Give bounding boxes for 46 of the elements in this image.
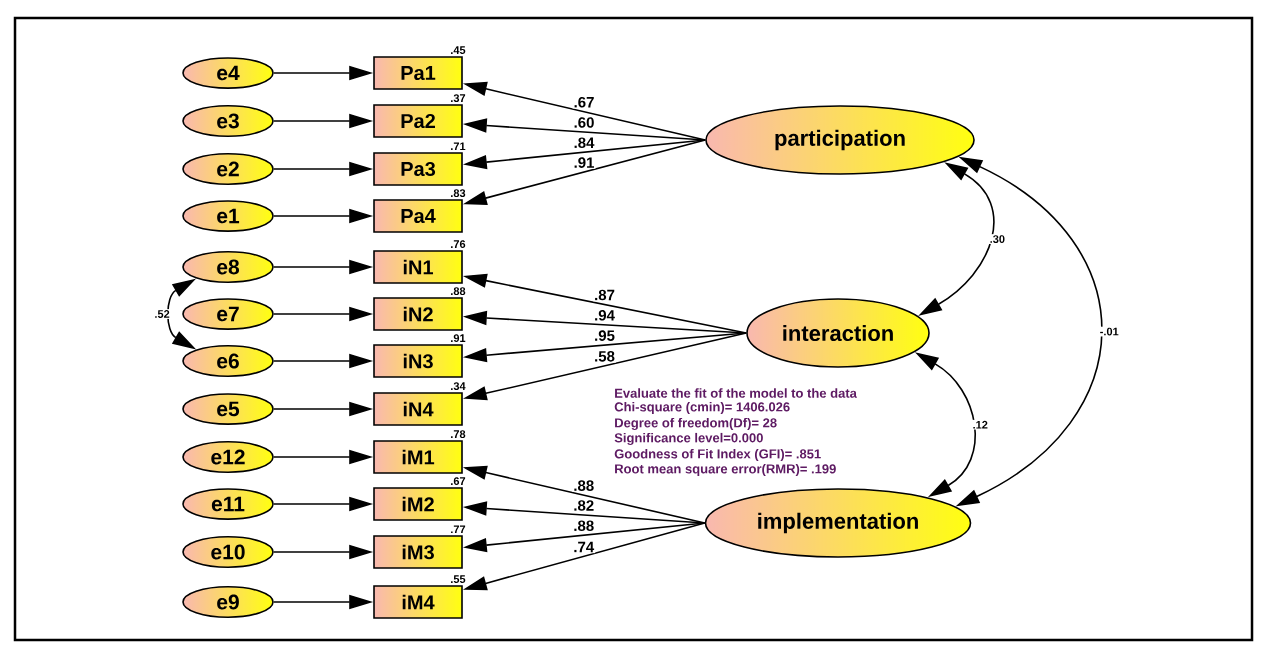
edge-label: .58 — [593, 350, 616, 363]
edge-label: .95 — [593, 329, 616, 342]
squared-correlation: .76 — [451, 240, 466, 248]
fit-statistic: Root mean square error(RMR)= .199 — [615, 463, 836, 477]
indicator-box: iN3 — [373, 344, 463, 378]
edge-label: .67 — [572, 95, 596, 109]
indicator-box: Pa4 — [373, 199, 463, 233]
indicator-box: iM1 — [373, 440, 463, 474]
edge-label: .82 — [572, 499, 596, 512]
squared-correlation: .55 — [451, 575, 466, 583]
edge-label: .84 — [572, 136, 596, 150]
squared-correlation: .45 — [451, 46, 466, 54]
edge-label: .12 — [971, 419, 989, 430]
squared-correlation: .34 — [451, 382, 466, 390]
edge-label: .74 — [572, 540, 596, 554]
squared-correlation: .78 — [451, 430, 466, 438]
fit-statistic: Chi-square (cmin)= 1406.026 — [614, 401, 790, 415]
indicator-box: Pa2 — [373, 104, 463, 138]
fit-statistic: Significance level=0.000 — [614, 432, 763, 446]
indicator-box: iN1 — [373, 250, 463, 284]
indicator-box: iN2 — [373, 297, 463, 331]
squared-correlation: .88 — [451, 287, 466, 295]
indicator-box: Pa3 — [373, 152, 463, 186]
squared-correlation: .71 — [451, 142, 466, 150]
indicator-box: iM2 — [373, 487, 463, 521]
indicator-box: Pa1 — [373, 56, 463, 90]
edge-label: .88 — [572, 519, 596, 533]
edge-label: -.01 — [1098, 326, 1120, 337]
indicator-box: iM4 — [373, 585, 463, 619]
indicator-box: iM3 — [373, 535, 463, 569]
edge-label: .88 — [572, 479, 596, 492]
squared-correlation: .91 — [451, 334, 466, 342]
squared-correlation: .83 — [451, 189, 466, 197]
fit-statistic: Degree of freedom(Df)= 28 — [615, 417, 777, 431]
squared-correlation: .37 — [451, 94, 466, 102]
edge-label: .60 — [572, 116, 596, 129]
edge-label: .87 — [593, 288, 616, 302]
edge-label: .30 — [988, 234, 1006, 244]
squared-correlation: .77 — [451, 525, 466, 533]
fit-statistic: Goodness of Fit Index (GFI)= .851 — [614, 448, 821, 462]
edge-label: .52 — [153, 309, 171, 319]
edge-label: .94 — [593, 309, 616, 322]
fit-statistic: Evaluate the fit of the model to the data — [615, 388, 857, 398]
indicator-box: iN4 — [373, 392, 463, 426]
squared-correlation: .67 — [451, 477, 466, 485]
edge-label: .91 — [572, 156, 596, 169]
